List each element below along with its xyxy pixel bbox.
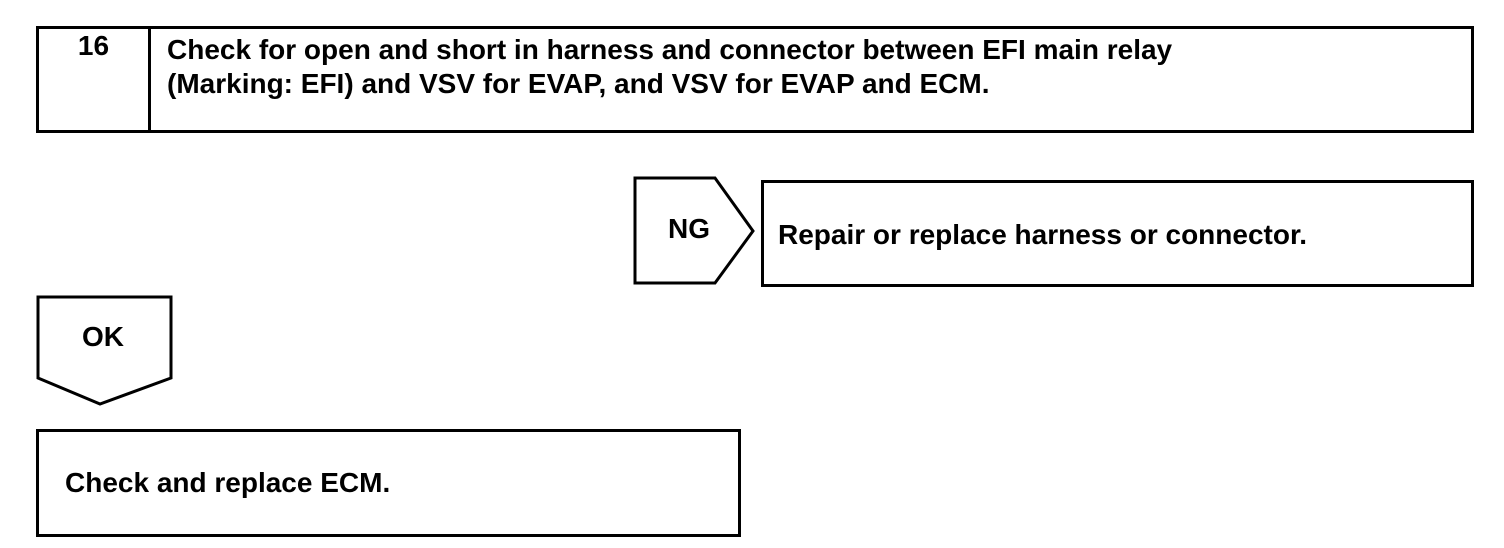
ok-action-box: Check and replace ECM. xyxy=(36,429,741,537)
step-description-line-1: Check for open and short in harness and … xyxy=(167,34,1173,65)
step-box: 16 Check for open and short in harness a… xyxy=(36,26,1474,133)
ng-action-text: Repair or replace harness or connector. xyxy=(778,219,1308,250)
step-number-cell: 16 xyxy=(39,29,151,130)
ok-arrow-tag xyxy=(36,295,173,406)
ng-action-box: Repair or replace harness or connector. xyxy=(761,180,1474,287)
step-number: 16 xyxy=(77,30,110,61)
ok-label: OK xyxy=(82,321,124,352)
ng-label: NG xyxy=(668,213,710,244)
ng-arrow-tag xyxy=(633,176,755,285)
ok-action-text: Check and replace ECM. xyxy=(65,467,391,498)
step-description-line-2: (Marking: EFI) and VSV for EVAP, and VSV… xyxy=(167,68,990,99)
step-description: Check for open and short in harness and … xyxy=(167,33,1451,101)
